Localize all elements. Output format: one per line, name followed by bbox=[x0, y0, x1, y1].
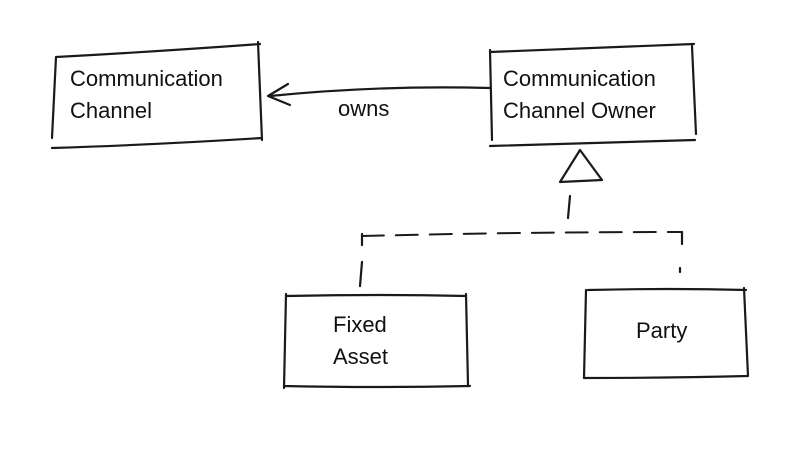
node-communication-channel-line-1: Communication bbox=[70, 66, 223, 91]
node-communication-channel-owner-line-1: Communication bbox=[503, 66, 656, 91]
node-communication-channel-owner-line-2: Channel Owner bbox=[503, 98, 656, 123]
edge-owns: owns bbox=[266, 82, 492, 121]
generalization-right-drop bbox=[678, 230, 684, 274]
generalization-stem bbox=[566, 194, 572, 220]
node-communication-channel-owner-border bbox=[488, 42, 698, 148]
node-party[interactable]: Party bbox=[582, 286, 750, 380]
node-fixed-asset-line-1: Fixed bbox=[333, 312, 387, 337]
node-party-label: Party bbox=[636, 318, 687, 343]
node-communication-channel-owner[interactable]: Communication Channel Owner bbox=[488, 42, 698, 148]
node-fixed-asset-border bbox=[282, 292, 472, 390]
node-fixed-asset-line-2: Asset bbox=[333, 344, 388, 369]
edge-generalization bbox=[358, 194, 684, 288]
generalization-left-drop bbox=[358, 232, 364, 288]
node-fixed-asset[interactable]: Fixed Asset bbox=[282, 292, 472, 390]
generalization-horizontal bbox=[361, 231, 683, 237]
node-communication-channel[interactable]: Communication Channel bbox=[50, 40, 264, 150]
node-party-border bbox=[582, 286, 750, 380]
edge-owns-arrowhead bbox=[266, 82, 292, 107]
node-communication-channel-border bbox=[50, 40, 264, 150]
edge-owns-label: owns bbox=[338, 96, 389, 121]
node-communication-channel-line-2: Channel bbox=[70, 98, 152, 123]
generalization-triangle bbox=[558, 148, 604, 184]
edge-owns-line bbox=[268, 86, 492, 98]
